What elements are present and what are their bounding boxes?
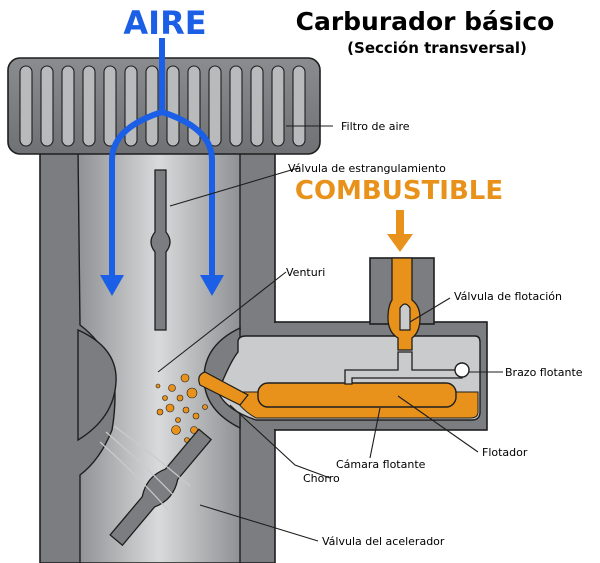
- fuel-flow-arrow: [387, 210, 413, 252]
- label-float-valve: Válvula de flotación: [454, 290, 562, 303]
- title: Carburador básico: [296, 7, 555, 36]
- fuel-label: COMBUSTIBLE: [295, 176, 503, 206]
- label-float: Flotador: [482, 446, 528, 459]
- air-label: AIRE: [123, 4, 206, 42]
- float-arm-pivot: [454, 362, 470, 378]
- subtitle: (Sección transversal): [347, 39, 527, 57]
- choke-valve: [150, 169, 171, 331]
- float-needle-valve: [399, 303, 411, 331]
- venturi-left-wall: [77, 328, 117, 442]
- label-jet: Chorro: [303, 472, 340, 485]
- label-choke-valve: Válvula de estrangulamiento: [288, 162, 446, 175]
- leader-lines: [157, 125, 503, 542]
- label-float-arm: Brazo flotante: [505, 366, 583, 379]
- label-air-filter: Filtro de aire: [341, 120, 410, 133]
- label-float-chamber: Cámara flotante: [336, 458, 426, 471]
- float: [257, 382, 457, 408]
- throttle-valve: [109, 428, 213, 547]
- float-arm: [344, 351, 463, 385]
- fuel-jet: [198, 371, 249, 406]
- air-arrow-heads: [100, 275, 224, 296]
- air-flow-arrows: [109, 38, 215, 278]
- label-venturi: Venturi: [286, 266, 325, 279]
- label-throttle-valve: Válvula del acelerador: [322, 535, 445, 548]
- throttle-valve-ribs: [99, 425, 191, 511]
- fuel-droplets: [155, 373, 208, 443]
